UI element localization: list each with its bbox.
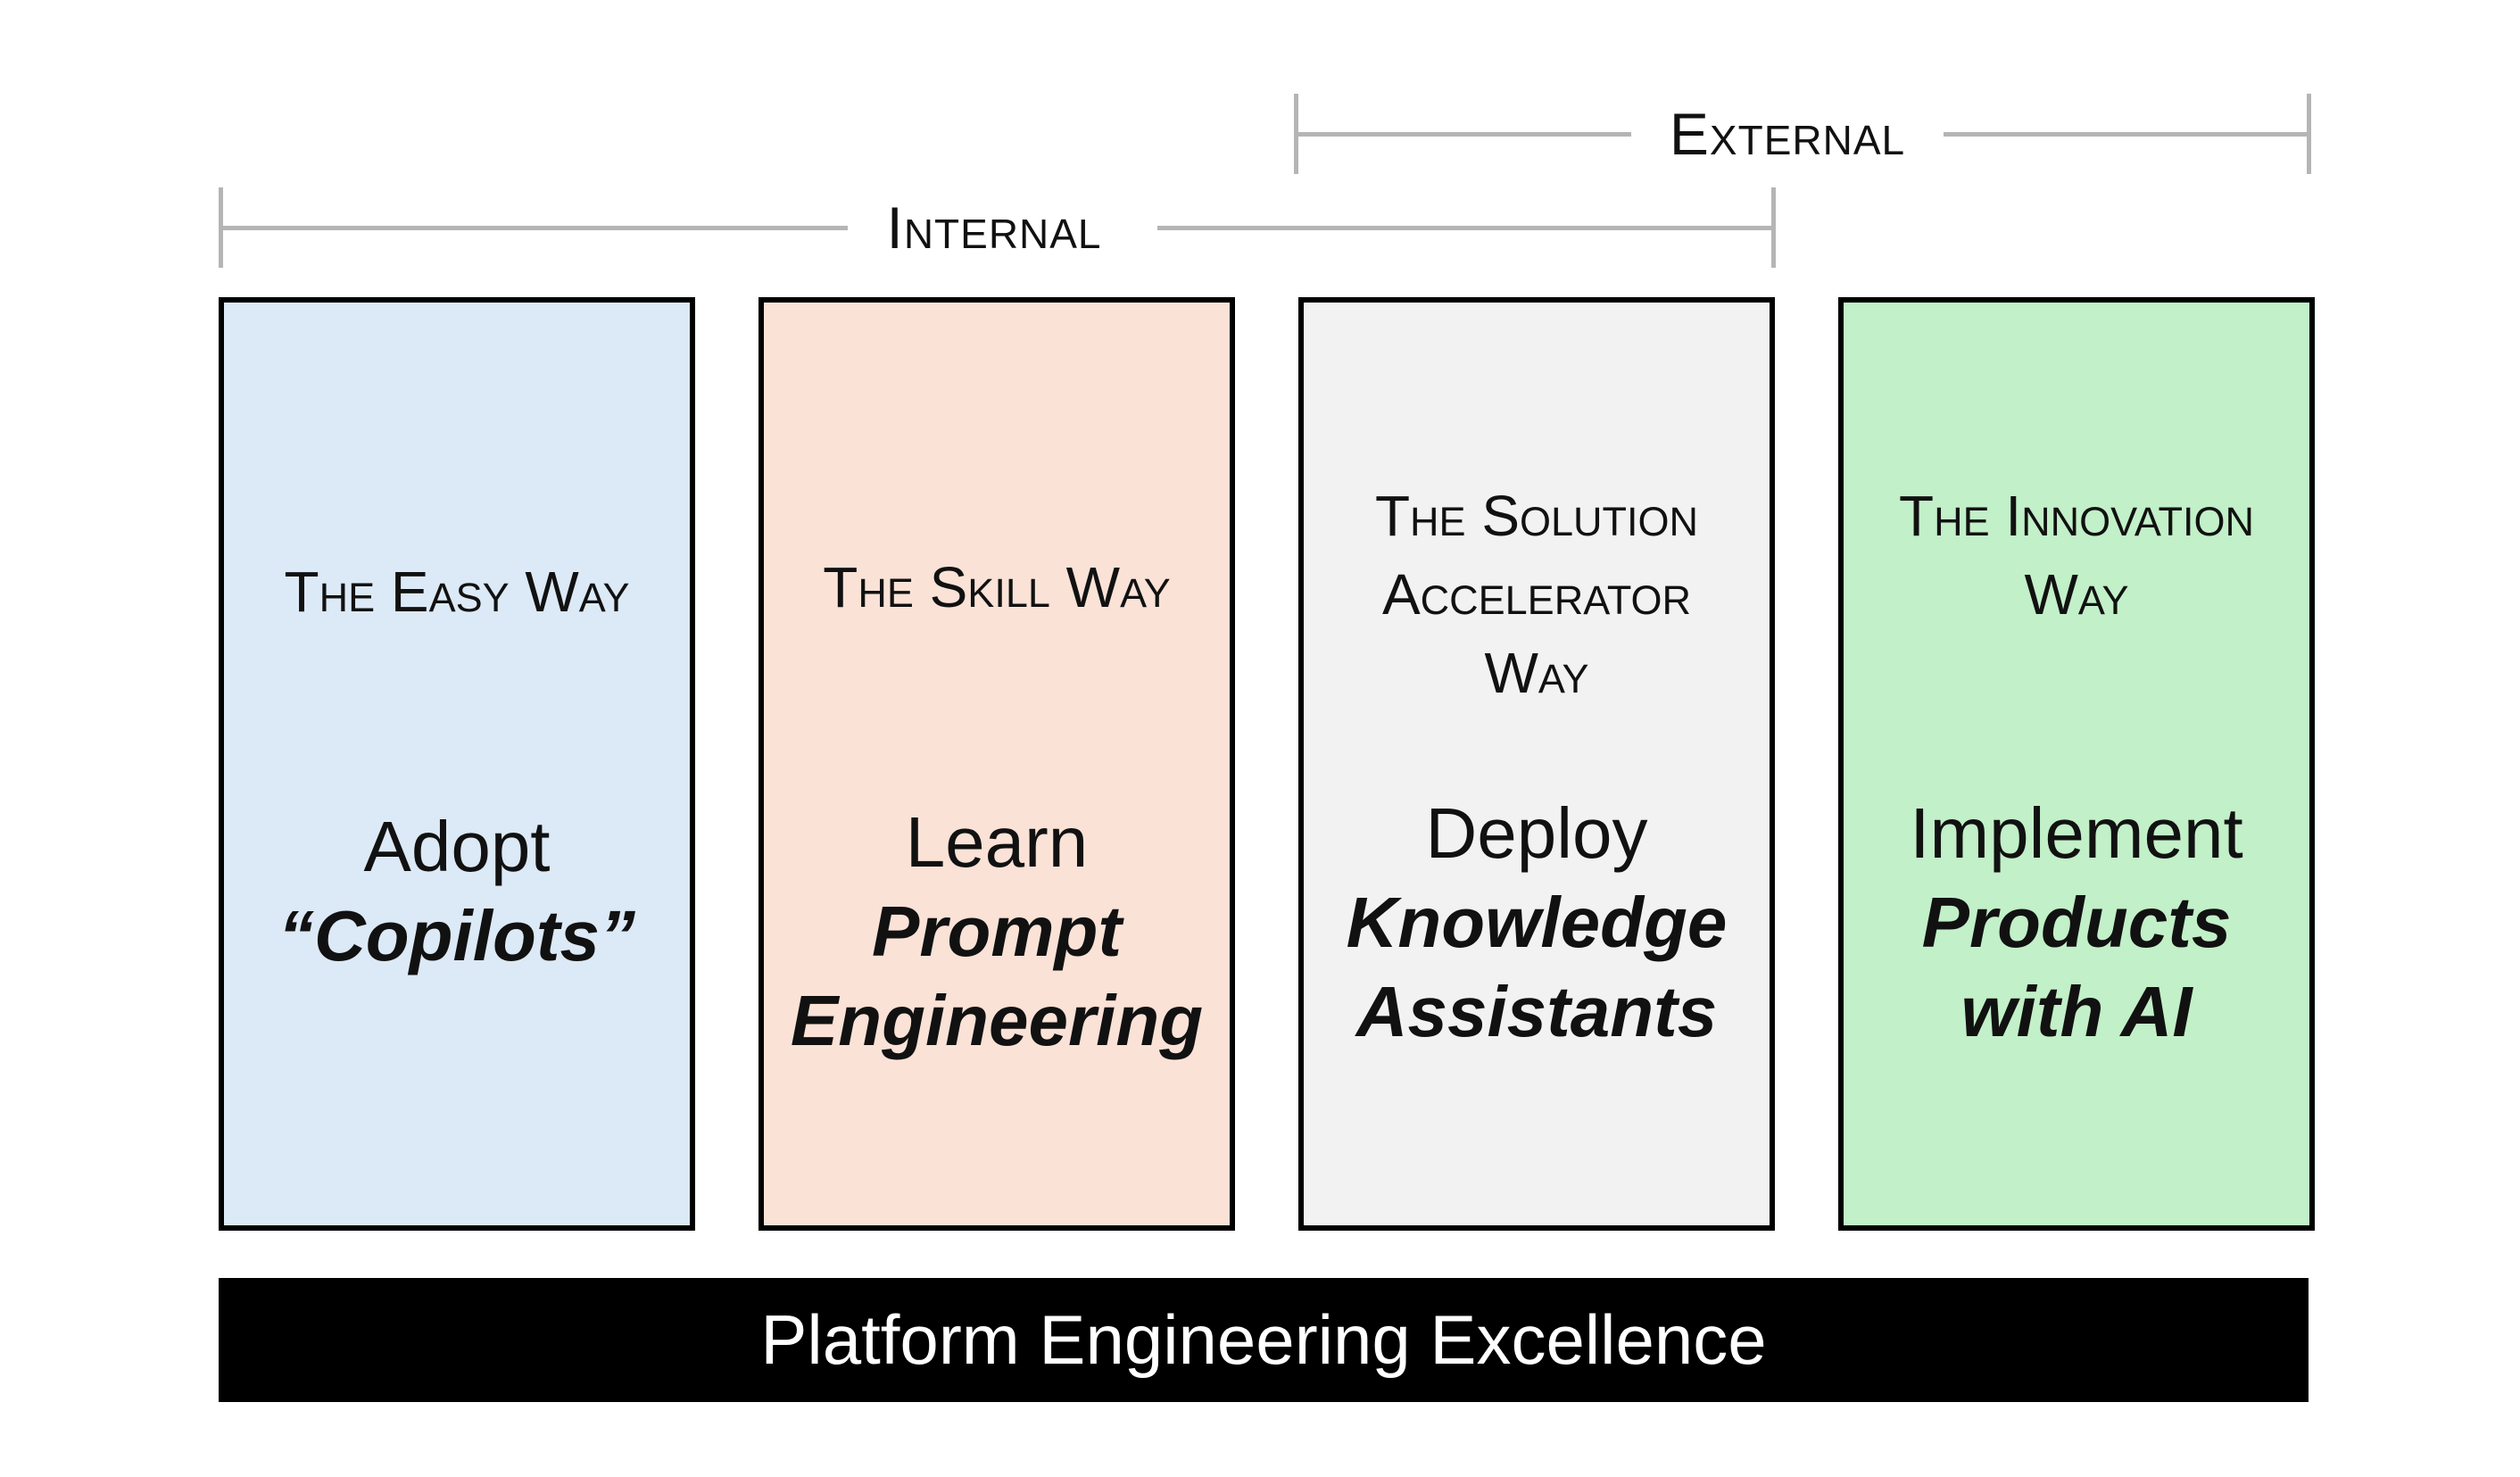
platform-engineering-foundation-bar: Platform Engineering Excellence bbox=[219, 1278, 2309, 1402]
innovation-way-box: The Innovation Way Implement Products wi… bbox=[1838, 297, 2315, 1231]
solution-way-title-line3: Way bbox=[1484, 641, 1589, 705]
external-bracket: External bbox=[1294, 94, 2311, 174]
easy-way-action: Adopt bbox=[363, 807, 551, 886]
skill-way-box: The Skill Way Learn Prompt Engineering bbox=[758, 297, 1235, 1231]
innovation-way-emphasis-line1: Products bbox=[1921, 883, 2232, 962]
easy-way-title: The Easy Way bbox=[284, 560, 630, 624]
skill-way-emphasis-line2: Engineering bbox=[790, 981, 1204, 1060]
innovation-way-action: Implement bbox=[1910, 793, 2243, 873]
solution-way-emphasis-line1: Knowledge bbox=[1346, 883, 1728, 962]
internal-bracket-line-right bbox=[1157, 226, 1776, 230]
external-bracket-line-left bbox=[1294, 132, 1631, 137]
solution-way-emphasis-line2: Assistants bbox=[1355, 972, 1718, 1051]
external-bracket-line-right bbox=[1944, 132, 2311, 137]
external-bracket-label: External bbox=[1669, 101, 1906, 167]
solution-way-title-line2: Accelerator bbox=[1381, 562, 1692, 626]
internal-bracket-line-left bbox=[219, 226, 848, 230]
internal-bracket-label: Internal bbox=[886, 195, 1102, 261]
solution-way-action: Deploy bbox=[1425, 793, 1648, 873]
internal-bracket: Internal bbox=[219, 187, 1776, 268]
solution-accelerator-way-box: The Solution Accelerator Way Deploy Know… bbox=[1298, 297, 1775, 1231]
easy-way-emphasis: “Copilots” bbox=[278, 896, 635, 975]
solution-way-title-line1: The Solution bbox=[1374, 484, 1699, 548]
skill-way-emphasis-line1: Prompt bbox=[872, 892, 1122, 971]
innovation-way-title-line2: Way bbox=[2024, 562, 2129, 626]
skill-way-action: Learn bbox=[905, 802, 1089, 882]
innovation-way-emphasis-line2: with AI bbox=[1960, 972, 2193, 1051]
foundation-label: Platform Engineering Excellence bbox=[760, 1300, 1767, 1379]
innovation-way-title-line1: The Innovation bbox=[1898, 484, 2254, 548]
easy-way-box: The Easy Way Adopt “Copilots” bbox=[219, 297, 695, 1231]
skill-way-title: The Skill Way bbox=[823, 555, 1171, 619]
internal-bracket-right-tick bbox=[1771, 187, 1776, 268]
external-bracket-right-tick bbox=[2307, 94, 2311, 174]
